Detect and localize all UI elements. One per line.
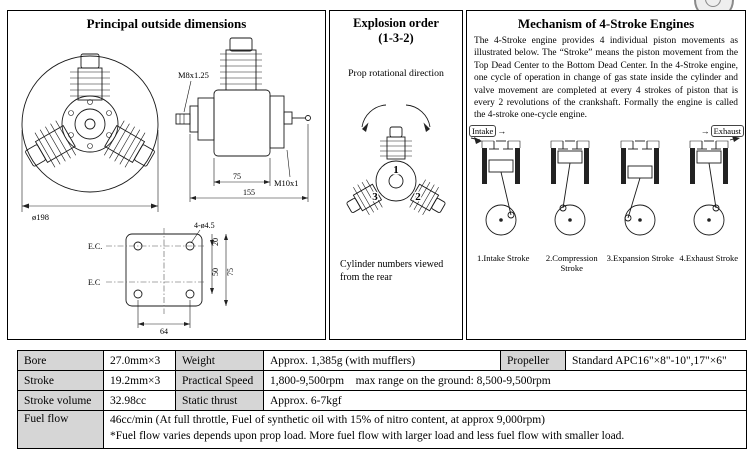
propeller-value: Standard APC16"×8"-10",17"×6" (565, 350, 747, 371)
exhaust-flow-label: → Exhaust (700, 124, 744, 137)
stroke-diagrams: Intake → → Exhaust (467, 124, 745, 252)
mechanism-title: Mechanism of 4-Stroke Engines (517, 16, 695, 31)
explosion-diagram: 1 3 2 (340, 104, 452, 223)
volume-value: 32.98cc (103, 390, 176, 411)
label-ec-bottom: E.C (88, 278, 100, 287)
propeller-label: Propeller (500, 350, 566, 371)
stroke-label: Stroke (17, 370, 104, 391)
dim-m8: M8x1.25 (178, 70, 209, 80)
bore-label: Bore (17, 350, 104, 371)
exhaust-arrow-icon: → (700, 125, 710, 136)
panel-mechanism: Mechanism of 4-Stroke Engines The 4-Stro… (466, 10, 746, 340)
label-holes: 4-ø4.5 (194, 221, 215, 230)
table-row: Fuel flow 46cc/min (At full throttle, Fu… (17, 410, 747, 449)
fuel-value-line1: 46cc/min (At full throttle, Fuel of synt… (110, 414, 546, 426)
fuel-label: Fuel flow (17, 410, 104, 449)
stroke-labels: 1.Intake Stroke 2.Compression Stroke 3.E… (467, 252, 745, 274)
dim-155: 155 (243, 188, 255, 197)
dim-20: 20 (211, 238, 220, 246)
side-view-drawing: M8x1.25 (175, 37, 311, 202)
weight-value: Approx. 1,385g (with mufflers) (263, 350, 501, 371)
front-view-drawing: ø198 (18, 53, 162, 222)
explosion-caption: Cylinder numbers viewed from the rear (340, 258, 444, 283)
thrust-label: Static thrust (175, 390, 264, 411)
mount-plate-drawing: E.C. E.C 4-ø4.5 64 20 50 7 (88, 221, 235, 336)
stroke-label-expansion: 3.Expansion Stroke (606, 252, 674, 263)
intake-flow-label: Intake → (469, 124, 507, 137)
weight-label: Weight (175, 350, 264, 371)
fuel-value: 46cc/min (At full throttle, Fuel of synt… (103, 410, 747, 449)
stroke-value: 19.2mm×3 (103, 370, 176, 391)
table-row: Stroke 19.2mm×3 Practical Speed 1,800-9,… (17, 370, 747, 391)
cylinder-number-2: 2 (415, 191, 421, 203)
stroke-label-intake: 1.Intake Stroke (476, 252, 530, 263)
dim-m10: M10x1 (274, 178, 299, 188)
speed-value: 1,800-9,500rpm max range on the ground: … (263, 370, 747, 391)
panel-explosion-order: Explosion order (1-3-2) Prop rotational … (329, 10, 463, 340)
dim-75: 75 (233, 172, 241, 181)
intake-label: Intake (469, 124, 497, 137)
cylinder-number-3: 3 (372, 191, 378, 203)
panel-principal-dimensions: Principal outside dimensions (7, 10, 326, 340)
cylinder-number-1: 1 (393, 164, 399, 176)
expansion-stroke-diagram (620, 140, 660, 236)
spec-table: Bore 27.0mm×3 Weight Approx. 1,385g (wit… (17, 350, 747, 449)
fuel-value-line2: *Fuel flow varies depends upon prop load… (110, 429, 625, 442)
dim-75b: 75 (226, 268, 235, 276)
table-row: Stroke volume 32.98cc Static thrust Appr… (17, 390, 747, 411)
dim-dia198: ø198 (32, 212, 49, 222)
volume-label: Stroke volume (17, 390, 104, 411)
dim-50: 50 (211, 268, 220, 276)
stroke-label-compression: 2.Compression Stroke (545, 252, 598, 273)
dim-64: 64 (160, 327, 168, 336)
intake-stroke-diagram (470, 136, 521, 236)
prop-rotation-label: Prop rotational direction (348, 68, 444, 79)
bore-value: 27.0mm×3 (103, 350, 176, 371)
speed-label: Practical Speed (175, 370, 264, 391)
intake-arrow-icon: → (497, 125, 507, 136)
compression-stroke-diagram (550, 140, 590, 236)
thrust-value: Approx. 6-7kgf (263, 390, 747, 411)
rotation-arrows-icon (361, 104, 431, 132)
explosion-title: Explosion order (353, 16, 439, 30)
exhaust-stroke-diagram (689, 135, 741, 236)
stroke-label-exhaust: 4.Exhaust Stroke (679, 252, 739, 263)
dimensions-title: Principal outside dimensions (86, 16, 247, 31)
exhaust-label: Exhaust (710, 124, 744, 137)
label-ec-top: E.C. (88, 242, 102, 251)
explosion-subtitle: (1-3-2) (378, 31, 414, 45)
mechanism-body-text: The 4-Stroke engine provides 4 individua… (474, 36, 738, 121)
table-row: Bore 27.0mm×3 Weight Approx. 1,385g (wit… (17, 350, 747, 371)
dimensions-drawing: ø198 M8x1.25 (18, 37, 311, 336)
